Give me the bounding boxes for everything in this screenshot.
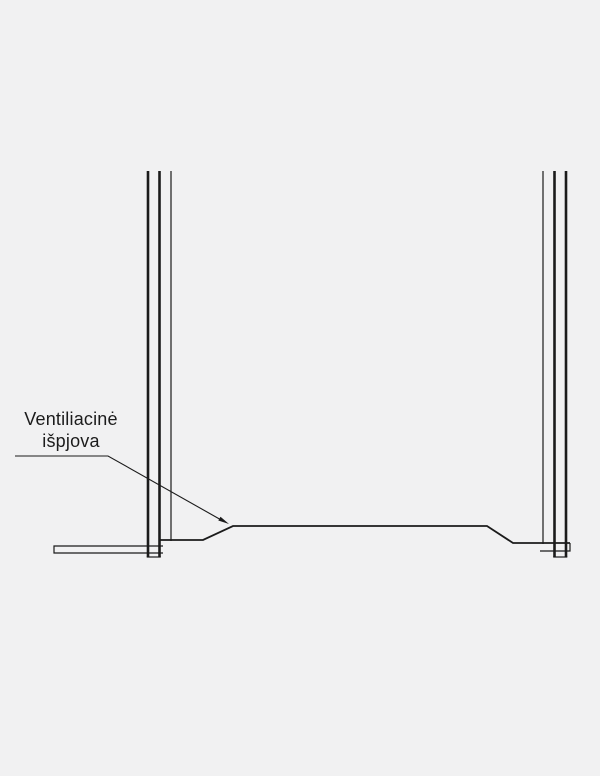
annotation-label-line-2: išpjova [42, 431, 100, 451]
annotation-label: Ventiliacinė išpjova [8, 408, 134, 452]
bottom-left-flange [53, 545, 163, 554]
sill-profile-ventilation-notch [160, 525, 570, 544]
leader-arrowhead-icon [218, 516, 229, 524]
leader-line [15, 455, 224, 522]
bottom-right-flange [540, 543, 571, 552]
annotation-label-line-1: Ventiliacinė [24, 409, 118, 429]
